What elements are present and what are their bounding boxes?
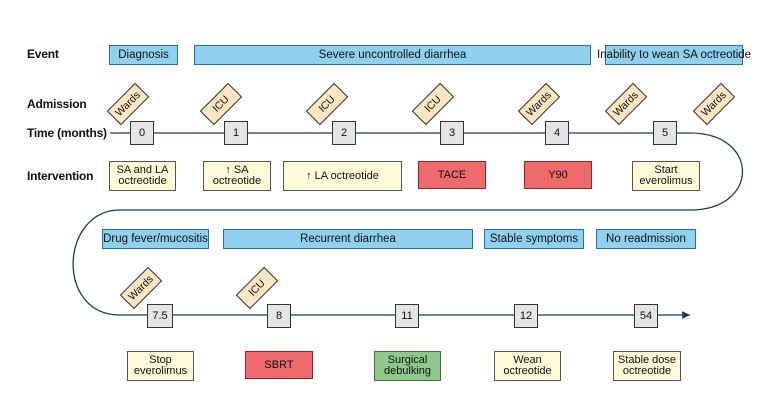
time-box-3: 3 (440, 121, 464, 145)
time-box-11: 11 (395, 304, 419, 328)
intervention-tace: TACE (418, 161, 486, 189)
intervention-sa-la-octreotide: SA and LA octreotide (109, 161, 176, 191)
intervention-increase-sa-octreotide: ↑ SA octreotide (203, 161, 271, 191)
row-label-admission: Admission (27, 97, 87, 111)
intervention-stable-dose-octreotide: Stable dose octreotide (613, 351, 681, 381)
event-severe-diarrhea: Severe uncontrolled diarrhea (194, 45, 591, 65)
row-label-event: Event (27, 47, 59, 61)
intervention-stop-everolimus: Stop everolimus (127, 351, 194, 381)
row-label-time: Time (months) (27, 126, 107, 140)
event-inability-wean: Inability to wean SA octreotide (597, 45, 751, 65)
time-box-7-5: 7.5 (147, 304, 173, 328)
event-stable-symptoms: Stable symptoms (484, 229, 584, 249)
time-box-4: 4 (545, 121, 569, 145)
timeline-path (72, 132, 743, 316)
intervention-sbrt: SBRT (245, 351, 313, 379)
intervention-start-everolimus: Start everolimus (632, 161, 700, 191)
time-box-5: 5 (653, 121, 677, 145)
intervention-y90: Y90 (524, 161, 592, 189)
time-box-0: 0 (130, 121, 154, 145)
time-box-1: 1 (224, 121, 248, 145)
intervention-surgical-debulking: Surgical debulking (374, 351, 441, 381)
time-box-54: 54 (634, 304, 658, 328)
event-no-readmission: No readmission (596, 229, 696, 249)
event-drug-fever: Drug fever/mucositis (102, 229, 209, 249)
intervention-increase-la-octreotide: ↑ LA octreotide (283, 161, 402, 191)
time-box-8: 8 (267, 304, 291, 328)
time-box-2: 2 (332, 121, 356, 145)
event-diagnosis: Diagnosis (109, 45, 178, 65)
row-label-intervention: Intervention (27, 169, 94, 183)
time-box-12: 12 (514, 304, 538, 328)
event-recurrent-diarrhea: Recurrent diarrhea (223, 229, 473, 249)
intervention-wean-octreotide: Wean octreotide (494, 351, 561, 381)
